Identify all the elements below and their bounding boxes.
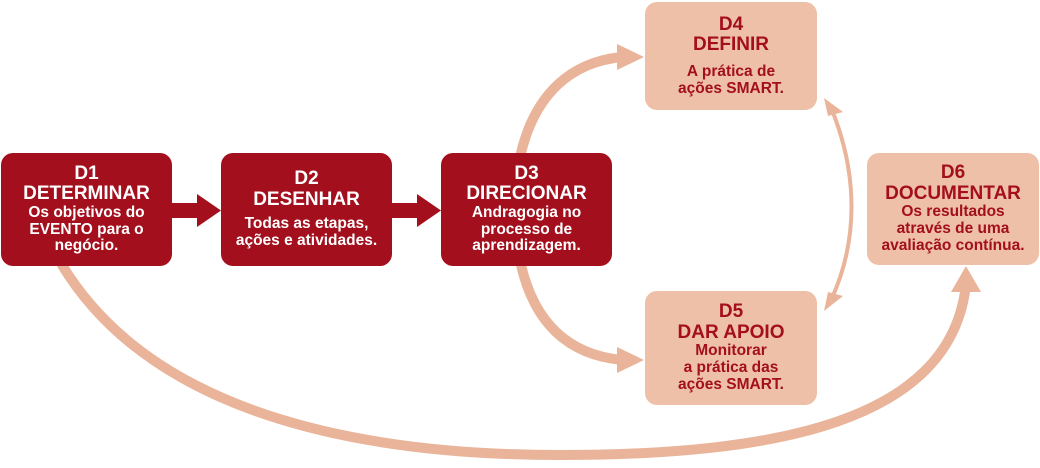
step-description-line: Todas as etapas, <box>244 215 369 233</box>
step-title: DAR APOIO <box>677 321 785 343</box>
step-description-line: processo de <box>480 220 573 238</box>
step-code: D3 <box>514 162 539 184</box>
step-description-line: Andragogia no <box>471 203 582 221</box>
step-description-line: Os objetivos do <box>28 203 145 221</box>
step-code: D6 <box>940 162 966 184</box>
step-description-line: Monitorar <box>695 342 767 360</box>
step-d5: D5 DAR APOIO Monitorar a prática das açõ… <box>645 291 817 405</box>
step-description-line: avaliação contínua. <box>881 236 1025 254</box>
step-code: D5 <box>718 301 744 323</box>
step-title: DEFINIR <box>693 34 769 56</box>
step-code: D1 <box>74 162 99 184</box>
arrow-d3-d5 <box>516 260 644 373</box>
arrow-d2-d3 <box>392 194 441 227</box>
step-d4: D4 DEFINIR A prática de ações SMART. <box>645 2 817 110</box>
step-title: DOCUMENTAR <box>885 182 1021 204</box>
step-description-line: A prática de <box>686 62 776 80</box>
step-title: DESENHAR <box>253 188 360 210</box>
step-d1: D1 DETERMINAR Os objetivos do EVENTO par… <box>1 153 172 266</box>
arrow-d3-d4 <box>516 44 644 158</box>
arrow-d1-d2 <box>172 194 221 227</box>
step-code: D2 <box>294 168 319 190</box>
step-d3: D3 DIRECIONAR Andragogia no processo de … <box>441 153 612 266</box>
step-description-line: ações SMART. <box>678 375 784 393</box>
step-d2: D2 DESENHAR Todas as etapas, ações e ati… <box>221 153 392 266</box>
arrow-d4-d5 <box>824 98 854 311</box>
step-title: DETERMINAR <box>23 183 150 205</box>
step-description-line: aprendizagem. <box>472 237 581 255</box>
step-d6: D6 DOCUMENTAR Os resultados através de u… <box>867 153 1039 265</box>
arrow-d1-d6 <box>57 260 981 461</box>
step-description-line: a prática das <box>683 359 779 377</box>
step-description-line: ações SMART. <box>678 79 784 97</box>
step-description-line: através de uma <box>896 220 1010 238</box>
step-title: DIRECIONAR <box>466 183 587 205</box>
step-description-line: EVENTO para o <box>29 220 144 238</box>
step-code: D4 <box>718 13 744 35</box>
step-description-line: Os resultados <box>901 203 1005 221</box>
step-description-line: negócio. <box>54 237 119 255</box>
step-description-line: ações e atividades. <box>235 232 378 250</box>
